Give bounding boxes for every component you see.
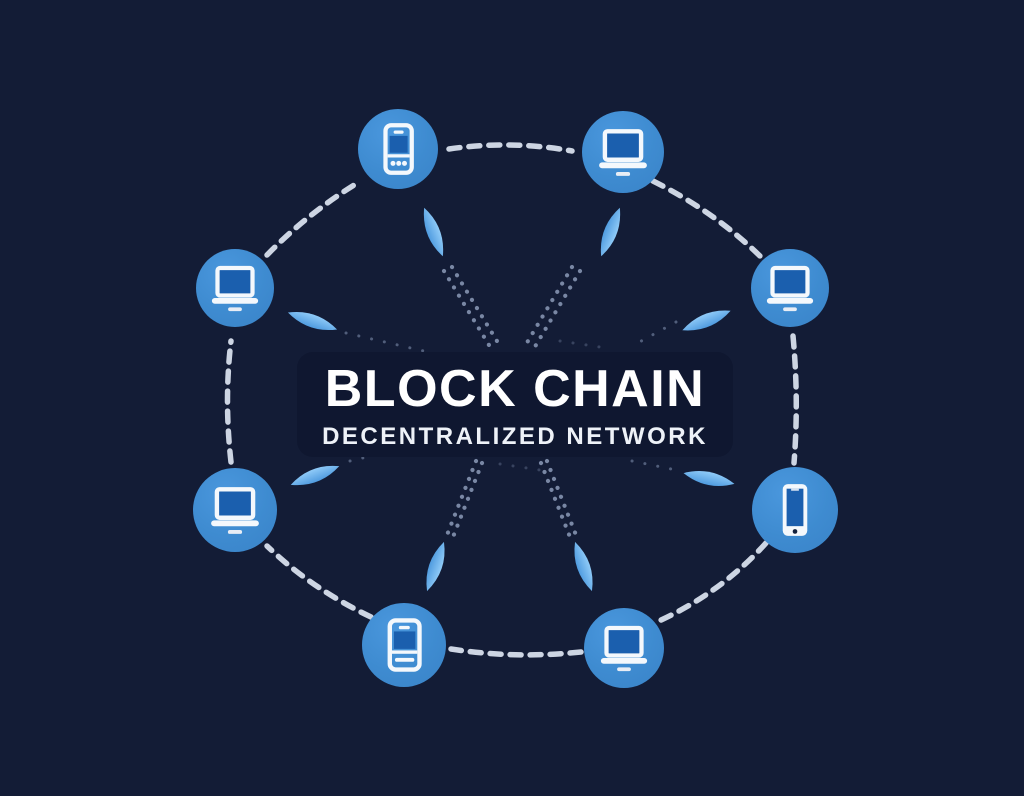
speck-trail — [630, 459, 678, 472]
node-right-upper — [751, 249, 829, 327]
laptop-icon — [211, 265, 259, 312]
node-right-lower — [752, 467, 838, 553]
dashed-ring — [224, 142, 800, 658]
speck-trail — [344, 331, 430, 354]
ring-dash-segment — [656, 540, 769, 624]
diagram-subtitle: DECENTRALIZED NETWORK — [322, 422, 708, 450]
mobile-phone-icon — [383, 123, 414, 175]
dotted-data-trail — [522, 264, 575, 349]
smartphone-icon — [782, 484, 808, 536]
dotted-data-trail — [530, 268, 583, 353]
dotted-data-trail — [538, 460, 573, 540]
arrow-leaves — [287, 207, 735, 592]
arrow-leaf — [600, 207, 621, 257]
ring-dash-segment — [446, 142, 575, 154]
center-title-panel: BLOCK CHAIN DECENTRALIZED NETWORK — [297, 352, 733, 457]
laptop-icon — [211, 487, 259, 534]
arrow-leaf — [574, 541, 593, 592]
node-bottom-right — [584, 608, 664, 688]
dotted-data-trail — [449, 264, 503, 349]
arrow-leaf — [683, 471, 735, 486]
speck-trail — [498, 462, 542, 472]
dotted-data-trail — [544, 458, 579, 538]
node-bottom-left — [362, 603, 446, 687]
node-top-left — [358, 109, 438, 189]
node-top-right — [582, 111, 664, 193]
ring-dash-segment — [448, 646, 584, 658]
arrow-leaf — [682, 310, 731, 331]
dotted-data-trail — [450, 460, 485, 540]
speck-trail — [632, 320, 678, 347]
laptop-icon — [599, 129, 647, 176]
node-left-upper — [196, 249, 274, 327]
node-left-lower — [193, 468, 277, 552]
laptop-icon — [766, 265, 814, 312]
arrow-leaf — [290, 465, 340, 486]
dotted-data-trail — [441, 268, 495, 353]
ring-dash-segment — [650, 178, 764, 260]
ring-dash-segment — [224, 338, 234, 465]
laptop-icon — [600, 625, 648, 672]
ring-dash-segment — [790, 333, 800, 466]
dotted-data-trails — [441, 264, 583, 540]
arrow-leaf — [423, 207, 444, 257]
dotted-data-trail — [444, 458, 479, 538]
diagram-title: BLOCK CHAIN — [324, 359, 706, 418]
ring-dash-segment — [264, 179, 362, 258]
speck-trail — [558, 339, 602, 349]
server-icon — [387, 618, 422, 672]
ring-dash-segment — [264, 543, 374, 620]
arrow-leaf — [426, 541, 445, 592]
arrow-leaf — [287, 311, 338, 331]
